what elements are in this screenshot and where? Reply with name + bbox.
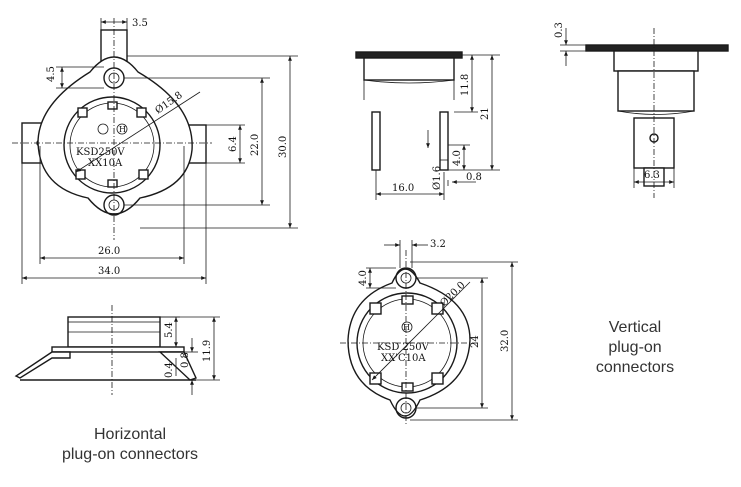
dim-3-2: 3.2 [430, 239, 446, 250]
dim-4-5: 4.5 [46, 66, 57, 82]
dim-11-9: 11.9 [202, 340, 213, 362]
dim-24: 24 [470, 335, 481, 348]
v2-cap-body [617, 70, 695, 112]
cert-mark-bottom: H [403, 323, 410, 332]
dim-6-4: 6.4 [228, 136, 239, 152]
dim-3-5: 3.5 [132, 18, 148, 29]
dim-4-0-hole: 4.0 [358, 270, 369, 286]
caption-vertical-line1: Vertical [608, 319, 662, 336]
caption-horizontal-line2: plug-on connectors [61, 446, 199, 463]
side-view-horizontal: 5.4 11.9 0.8 0.4 [14, 305, 220, 395]
dim-34-0: 34.0 [98, 266, 120, 277]
side-view-vertical: 11.8 21 4.0 Ø1.6 16.0 0.8 [355, 51, 500, 200]
caption-vertical-line3: connectors [595, 359, 675, 376]
terminal-b [439, 111, 449, 171]
dim-0-4: 0.4 [164, 362, 175, 378]
dim-4-0-terminal: 4.0 [452, 150, 463, 166]
terminal-a [371, 111, 381, 171]
vertical-side-flange [355, 51, 463, 59]
flange-plate [585, 44, 729, 52]
dim-0-8-side: 0.8 [180, 352, 191, 368]
dim-0-8-terminal: 0.8 [466, 172, 482, 183]
front-view-vertical: H KSD 250V XX'C10A Ø20.0 3.2 4.0 24 32.0 [340, 239, 518, 425]
front-view-horizontal: H KSD250V XX10A Ø15.8 3.5 4.5 6.4 22.0 3… [12, 18, 298, 284]
caption-horizontal-line1: Horizontal [93, 426, 167, 443]
dim-0-3: 0.3 [554, 22, 565, 38]
rating-label-bottom: KSD 250V [377, 342, 430, 353]
cap-disc [63, 96, 161, 194]
dim-22-0: 22.0 [250, 134, 261, 156]
current-label-top: XX10A [88, 158, 123, 169]
vertical-side-cap [363, 57, 455, 81]
caption-horizontal: Horizontal plug-on connectors [30, 425, 230, 465]
current-label-bottom: XX'C10A [381, 353, 426, 364]
side-view-vertical-2: 0.3 6.3 [554, 22, 729, 198]
rating-label-top: KSD250V [76, 147, 125, 158]
dim-5-4: 5.4 [164, 322, 175, 338]
dim-16-0: 16.0 [392, 183, 414, 194]
dim-diameter-1-6: Ø1.6 [432, 166, 443, 190]
cert-mark-top: H [119, 125, 126, 134]
dim-11-8: 11.8 [460, 74, 471, 96]
dim-21: 21 [480, 107, 491, 120]
dim-30-0: 30.0 [278, 136, 289, 158]
dim-6-3: 6.3 [644, 170, 660, 181]
dim-32-0: 32.0 [500, 330, 511, 352]
caption-vertical-line2: plug-on [608, 339, 662, 356]
side-flange [51, 346, 185, 353]
caption-vertical: Vertical plug-on connectors [560, 318, 710, 378]
mounting-flange [37, 56, 193, 215]
dim-26-0: 26.0 [98, 246, 120, 257]
